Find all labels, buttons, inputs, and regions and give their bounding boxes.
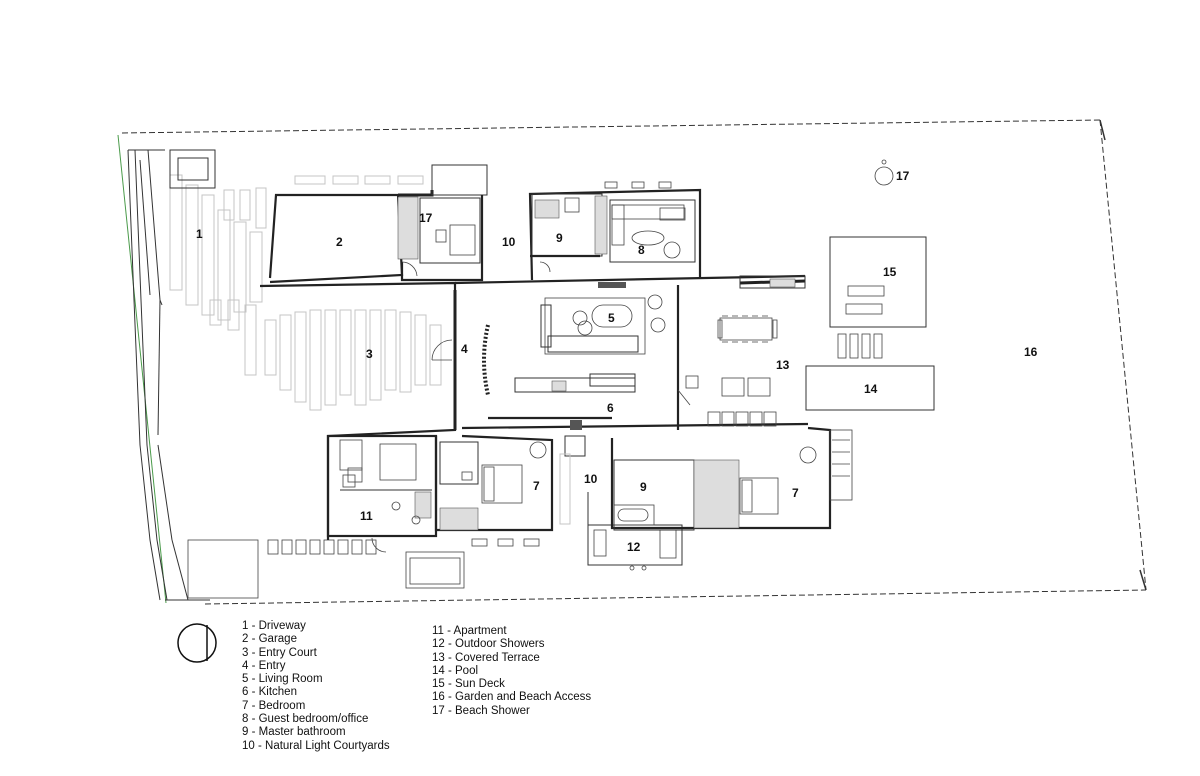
east-bedroom (610, 426, 853, 531)
living-pavilion (259, 274, 809, 540)
legend-item: 5 - Living Room (242, 673, 323, 686)
west-bedroom (434, 434, 554, 532)
room-labels: 1 2 3 4 5 6 7 7 8 9 9 10 10 11 12 13 14 … (196, 169, 1038, 554)
legend-item: 8 - Guest bedroom/office (242, 713, 369, 726)
legend-item: 1 - Driveway (242, 620, 306, 632)
west-wall (127, 149, 210, 601)
label-driveway: 1 (196, 227, 203, 241)
legend-item: 9 - Master bathroom (242, 726, 346, 739)
label-guest-bedroom: 8 (638, 243, 645, 257)
driveway-pavers (169, 174, 442, 411)
label-kitchen: 6 (607, 401, 614, 415)
label-beach-shower: 17 (896, 169, 910, 183)
legend-item: 7 - Bedroom (242, 699, 306, 712)
label-apartment: 11 (360, 509, 373, 523)
legend-item: 14 - Pool (432, 664, 479, 677)
north-arrow-icon (177, 623, 217, 663)
label-pool: 14 (864, 382, 878, 396)
legend-item: 13 - Covered Terrace (432, 651, 540, 664)
legend-item: 10 - Natural Light Courtyards (242, 739, 390, 752)
label-garden: 16 (1024, 345, 1038, 359)
pool-area (805, 159, 935, 411)
label-beach-shower-garage: 17 (419, 211, 433, 225)
apartment-block (326, 434, 438, 553)
label-garage: 2 (336, 235, 343, 249)
legend-column-1: 1 - Driveway 2 - Garage 3 - Entry Court … (242, 620, 390, 753)
label-courtyard-north: 10 (502, 235, 516, 249)
legend-item: 17 - Beach Shower (432, 704, 530, 717)
garage-block (169, 149, 488, 284)
label-master-bath-south: 9 (640, 480, 647, 494)
legend-item: 11 - Apartment (432, 625, 507, 637)
legend-item: 12 - Outdoor Showers (432, 638, 545, 651)
label-entry-court: 3 (366, 347, 373, 361)
label-living-room: 5 (608, 311, 615, 325)
label-outdoor-showers: 12 (627, 540, 641, 554)
south-courtyard (559, 453, 683, 571)
label-bedroom-west: 7 (533, 479, 540, 493)
north-wing (528, 181, 702, 281)
legend-item: 6 - Kitchen (242, 686, 297, 699)
label-courtyard-south: 10 (584, 472, 598, 486)
south-pavers (187, 538, 540, 599)
label-sun-deck: 15 (883, 265, 897, 279)
legend-item: 3 - Entry Court (242, 646, 317, 659)
legend-column-2: 11 - Apartment 12 - Outdoor Showers 13 -… (432, 625, 591, 718)
label-entry: 4 (461, 342, 468, 356)
site-boundary (117, 119, 1147, 605)
label-covered-terrace: 13 (776, 358, 790, 372)
legend-item: 2 - Garage (242, 633, 297, 646)
label-master-bath-north: 9 (556, 231, 563, 245)
label-bedroom-east: 7 (792, 486, 799, 500)
legend-item: 4 - Entry (242, 659, 286, 672)
legend-item: 16 - Garden and Beach Access (432, 691, 592, 704)
legend-item: 15 - Sun Deck (432, 678, 505, 691)
